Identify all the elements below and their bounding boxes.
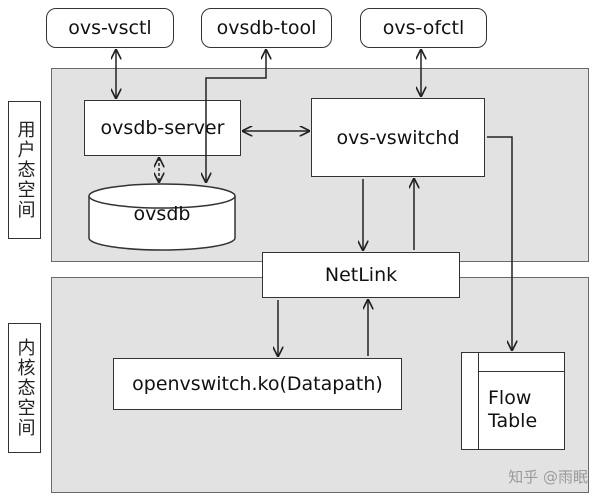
flow-table-label: Flow Table	[488, 387, 537, 433]
watermark: 知乎 @雨眠	[508, 468, 588, 486]
ovs-vswitchd-box: ovs-vswitchd	[311, 98, 485, 177]
netlink-box: NetLink	[262, 252, 460, 298]
kernel-space-label: 内核态空间	[8, 323, 41, 453]
ovsdb-tool-box: ovsdb-tool	[201, 8, 332, 48]
ovs-ofctl-box: ovs-ofctl	[360, 8, 487, 48]
ovs-vsctl-box: ovs-vsctl	[46, 8, 174, 48]
datapath-box: openvswitch.ko(Datapath)	[113, 358, 402, 410]
ovsdb-label: ovsdb	[133, 203, 191, 225]
flow-table-box: Flow Table	[461, 352, 565, 450]
flow-table-line2: Table	[488, 410, 538, 432]
flow-table-column-divider	[478, 353, 479, 449]
flow-table-row-divider	[478, 371, 564, 372]
ovsdb-server-box: ovsdb-server	[84, 100, 241, 156]
flow-table-line1: Flow	[488, 387, 532, 409]
user-space-label: 用户态空间	[8, 101, 41, 239]
